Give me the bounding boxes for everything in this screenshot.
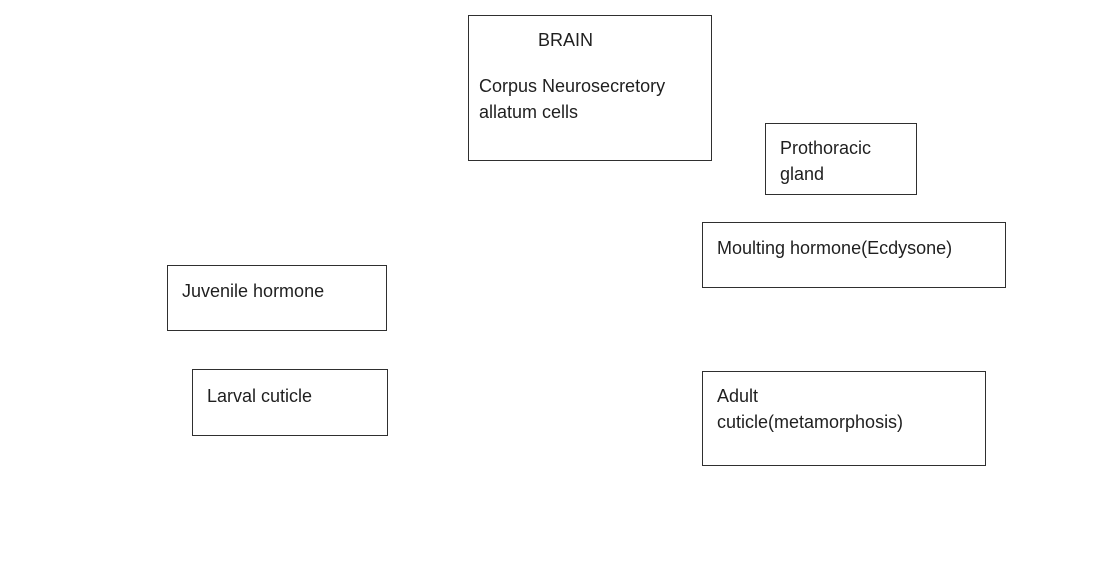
box-moulting-line1: Moulting hormone(Ecdysone) (717, 238, 953, 258)
box-moulting-hormone: Moulting hormone(Ecdysone) (702, 222, 1006, 288)
box-brain-line1: Corpus Neurosecretory (479, 76, 666, 96)
box-prothoracic-gland: Prothoracic gland (765, 123, 917, 195)
box-larval-cuticle: Larval cuticle (192, 369, 388, 436)
box-brain-line2: allatum cells (479, 102, 579, 122)
box-larval-line1: Larval cuticle (207, 386, 313, 406)
box-juvenile-hormone: Juvenile hormone (167, 265, 387, 331)
box-brain: BRAIN Corpus Neurosecretory allatum cell… (468, 15, 712, 161)
box-prothoracic-line1: Prothoracic (780, 138, 872, 158)
box-adult-cuticle: Adult cuticle(metamorphosis) (702, 371, 986, 466)
box-prothoracic-line2: gland (780, 164, 825, 184)
box-adult-line1: Adult (717, 386, 759, 406)
box-brain-title: BRAIN (538, 30, 594, 50)
box-juvenile-line1: Juvenile hormone (182, 281, 325, 301)
box-adult-line2: cuticle(metamorphosis) (717, 412, 904, 432)
